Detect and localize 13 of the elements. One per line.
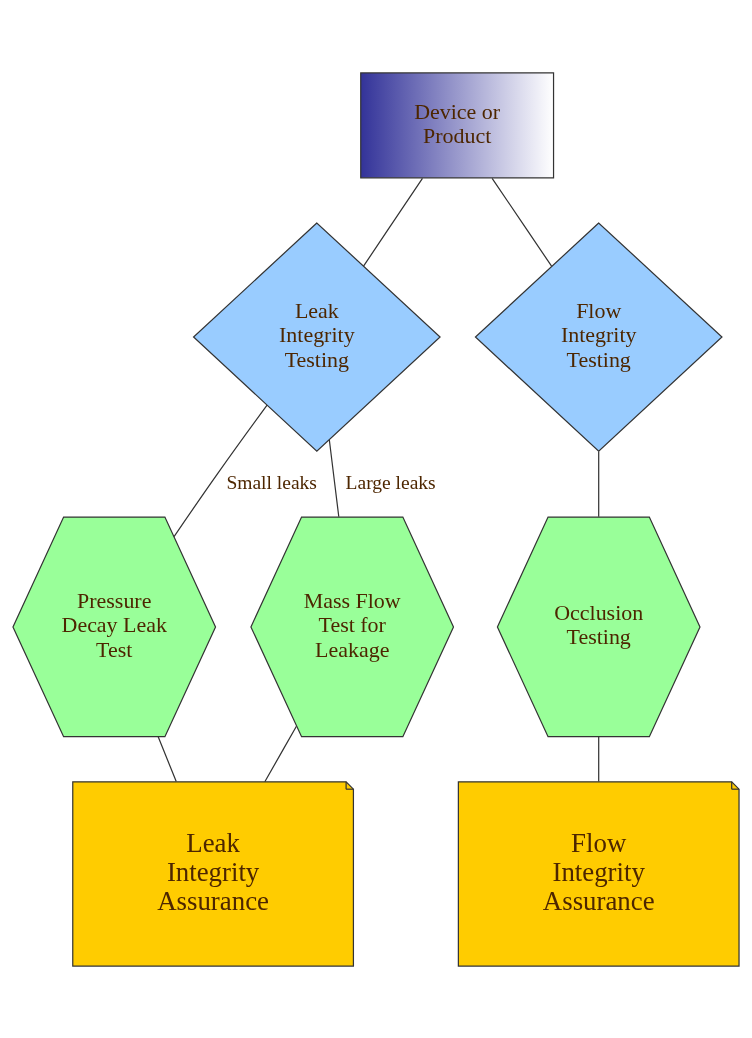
node-diamond: Leak Integrity Testing (192, 221, 441, 452)
edge-label: Small leaks (226, 471, 317, 493)
connector (328, 438, 340, 517)
connector (173, 404, 268, 537)
node-diamond: Flow Integrity Testing (474, 221, 723, 452)
connector (491, 177, 553, 267)
connector (264, 725, 298, 782)
connector (157, 735, 177, 782)
connector (598, 735, 600, 782)
node-box: Device or Product (360, 71, 555, 178)
connector (598, 450, 600, 517)
edge-label: Large leaks (345, 471, 436, 493)
connector (362, 177, 424, 267)
